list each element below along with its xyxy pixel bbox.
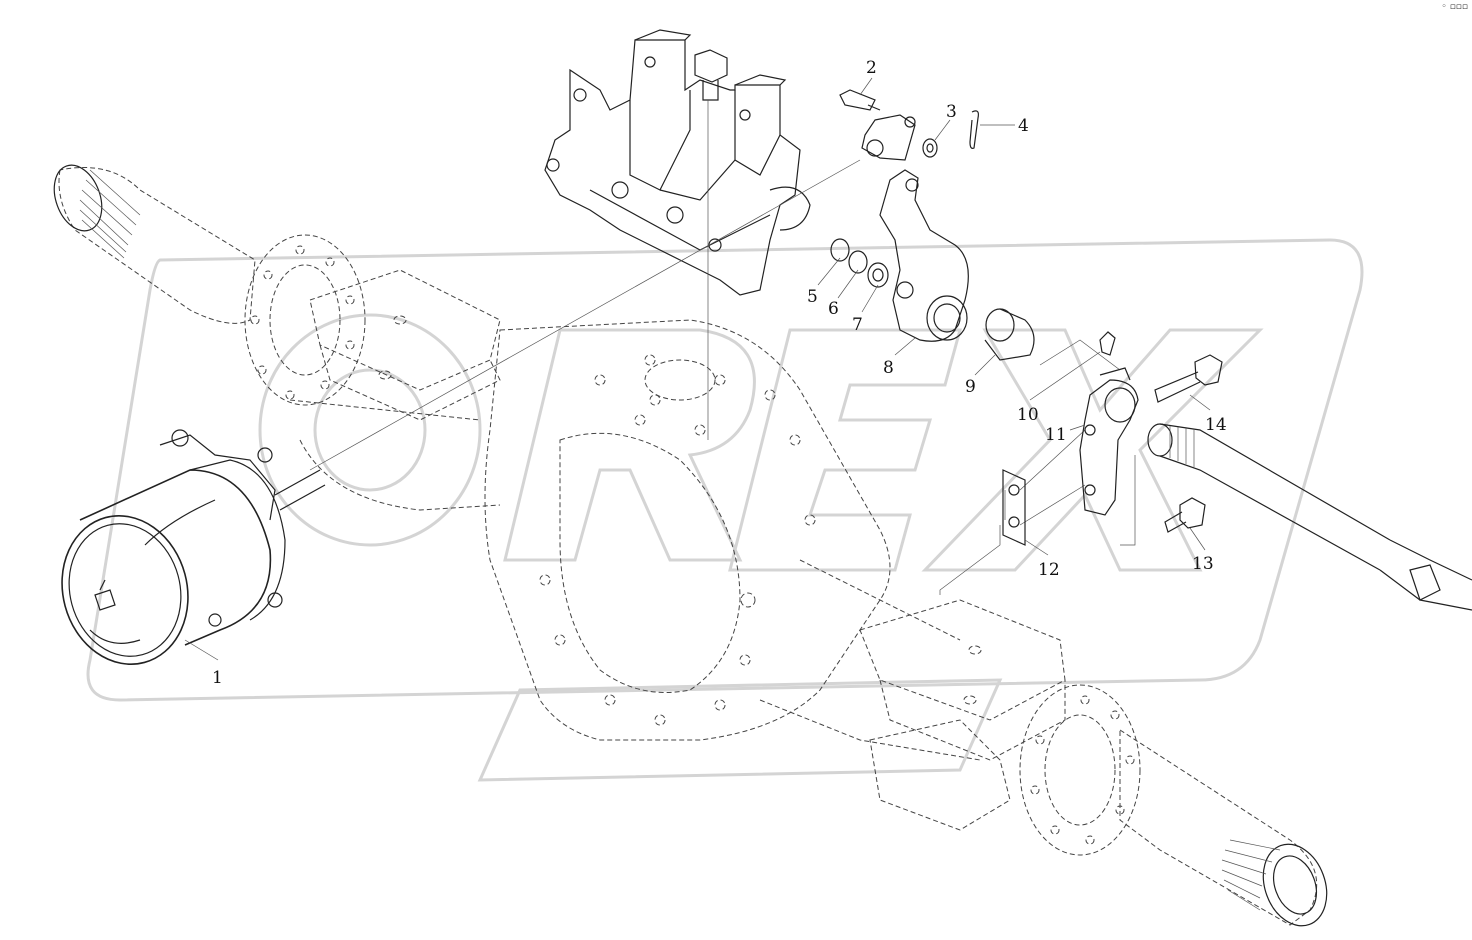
- callout-9: 9: [965, 377, 976, 397]
- callout-14: 14: [1205, 415, 1227, 435]
- assembly-leader-lines: [309, 100, 1136, 595]
- axle-housing: [53, 164, 1328, 927]
- callout-5: 5: [807, 287, 818, 307]
- callout-1: 1: [212, 668, 223, 688]
- brake-chamber: [61, 429, 326, 666]
- bolt-14: [1154, 354, 1223, 403]
- slack-adjuster: [830, 169, 969, 342]
- callout-13: 13: [1192, 554, 1214, 574]
- callout-7: 7: [852, 315, 863, 335]
- corner-mark: ◦ ▫▫▫: [1441, 2, 1468, 12]
- callout-leaders: [184, 77, 1211, 661]
- watermark-logo: [86, 238, 1364, 782]
- bolt-13: [1164, 497, 1206, 533]
- callout-6: 6: [828, 299, 839, 319]
- grease-fitting: [1099, 331, 1116, 356]
- callout-labels: 1 2 3 4 5 6 7 8 9 10 11 12 13 14: [212, 58, 1227, 688]
- callout-10: 10: [1017, 405, 1039, 425]
- shim-plate: [1002, 469, 1026, 546]
- camshaft: [1147, 423, 1472, 611]
- callout-4: 4: [1018, 116, 1029, 136]
- bushing: [984, 308, 1035, 361]
- callout-11: 11: [1045, 425, 1067, 445]
- callout-2: 2: [866, 58, 877, 78]
- callout-8: 8: [883, 358, 894, 378]
- brake-chamber-bracket: [544, 29, 811, 296]
- callout-12: 12: [1038, 560, 1060, 580]
- callout-3: 3: [946, 102, 957, 122]
- clevis-pin-assembly: [839, 89, 979, 161]
- camshaft-bracket: [1079, 367, 1139, 516]
